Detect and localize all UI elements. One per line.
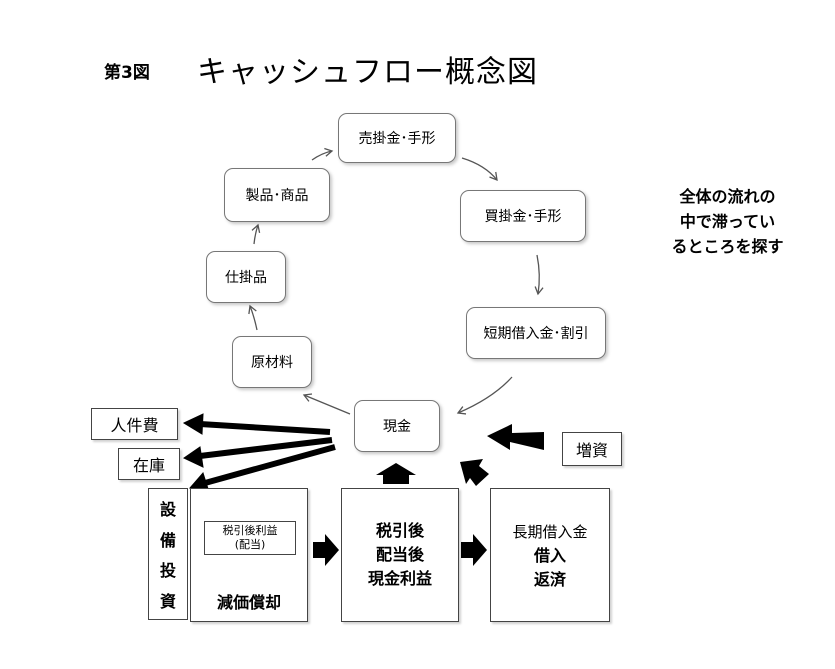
arrow-genkin-to-jinkenhi: [182, 413, 331, 435]
label-jinkenhi: 人件費: [91, 408, 178, 440]
depreciation-label: 減価償却: [216, 593, 281, 612]
arrow-genkin-to-zaiko: [183, 437, 333, 468]
arrow-genzairyo-to-shikake: [248, 304, 258, 331]
arrow-profit-to-cashprofit: [313, 534, 339, 566]
box-genzairyo: 原材料: [232, 336, 312, 388]
borrowing-label: 借入: [533, 546, 566, 565]
arrow-genkin-to-genzairyo: [302, 393, 351, 415]
box-cash-profit: 税引後 配当後 現金利益: [341, 488, 459, 622]
setsubi-char-4: 資: [159, 591, 176, 611]
box-shikake: 仕掛品: [206, 251, 286, 303]
cash-profit-line-3: 現金利益: [367, 569, 432, 588]
diagram-title: キャッシュフロー概念図: [197, 55, 538, 90]
setsubi-char-3: 投: [159, 561, 176, 581]
arrow-urikake-to-kaikake: [461, 157, 498, 182]
box-tanki-kariire: 短期借入金･割引: [466, 307, 606, 359]
setsubi-char-2: 備: [159, 530, 176, 550]
arrow-kaikake-to-tanki: [534, 254, 544, 296]
label-zaiko: 在庫: [118, 448, 180, 480]
box-genkin: 現金: [354, 400, 440, 452]
dividend-label: (配当): [234, 538, 266, 551]
label-zoushi: 増資: [562, 432, 622, 466]
box-profit-depreciation: 税引後利益 (配当) 減価償却: [190, 488, 308, 622]
cash-profit-line-1: 税引後: [375, 521, 424, 540]
arrow-zoushi-to-genkin: [487, 424, 544, 450]
note-text: 全体の流れの 中で滞ってい るところを探す: [660, 184, 795, 259]
box-after-tax-profit: 税引後利益 (配当): [204, 521, 296, 555]
label-setsubi-toushi: 設 備 投 資: [148, 488, 188, 620]
box-kai-kake: 買掛金･手形: [460, 190, 586, 242]
cash-profit-line-2: 配当後: [375, 545, 424, 564]
long-term-loan-label: 長期借入金: [512, 523, 588, 541]
arrow-seihin-to-urikake: [311, 147, 334, 161]
box-seihin: 製品･商品: [224, 168, 330, 222]
arrow-cashprofit-up: [376, 463, 416, 484]
arrow-longterm-up: [460, 459, 489, 486]
note-line-3: るところを探す: [671, 237, 784, 256]
repayment-label: 返済: [533, 570, 566, 589]
box-uri-kake: 売掛金･手形: [338, 113, 456, 163]
arrow-shikake-to-seihin: [251, 223, 261, 245]
after-tax-profit-label: 税引後利益: [222, 524, 278, 537]
figure-label: 第3図: [104, 63, 150, 83]
arrow-cashprofit-to-longterm: [461, 534, 487, 566]
arrow-tanki-to-genkin: [456, 376, 513, 415]
box-long-term-loan: 長期借入金 借入 返済: [490, 488, 610, 622]
note-line-1: 全体の流れの: [679, 187, 776, 206]
arrow-genkin-to-setsubi: [189, 444, 336, 493]
setsubi-char-1: 設: [159, 500, 176, 520]
note-line-2: 中で滞ってい: [679, 212, 776, 231]
